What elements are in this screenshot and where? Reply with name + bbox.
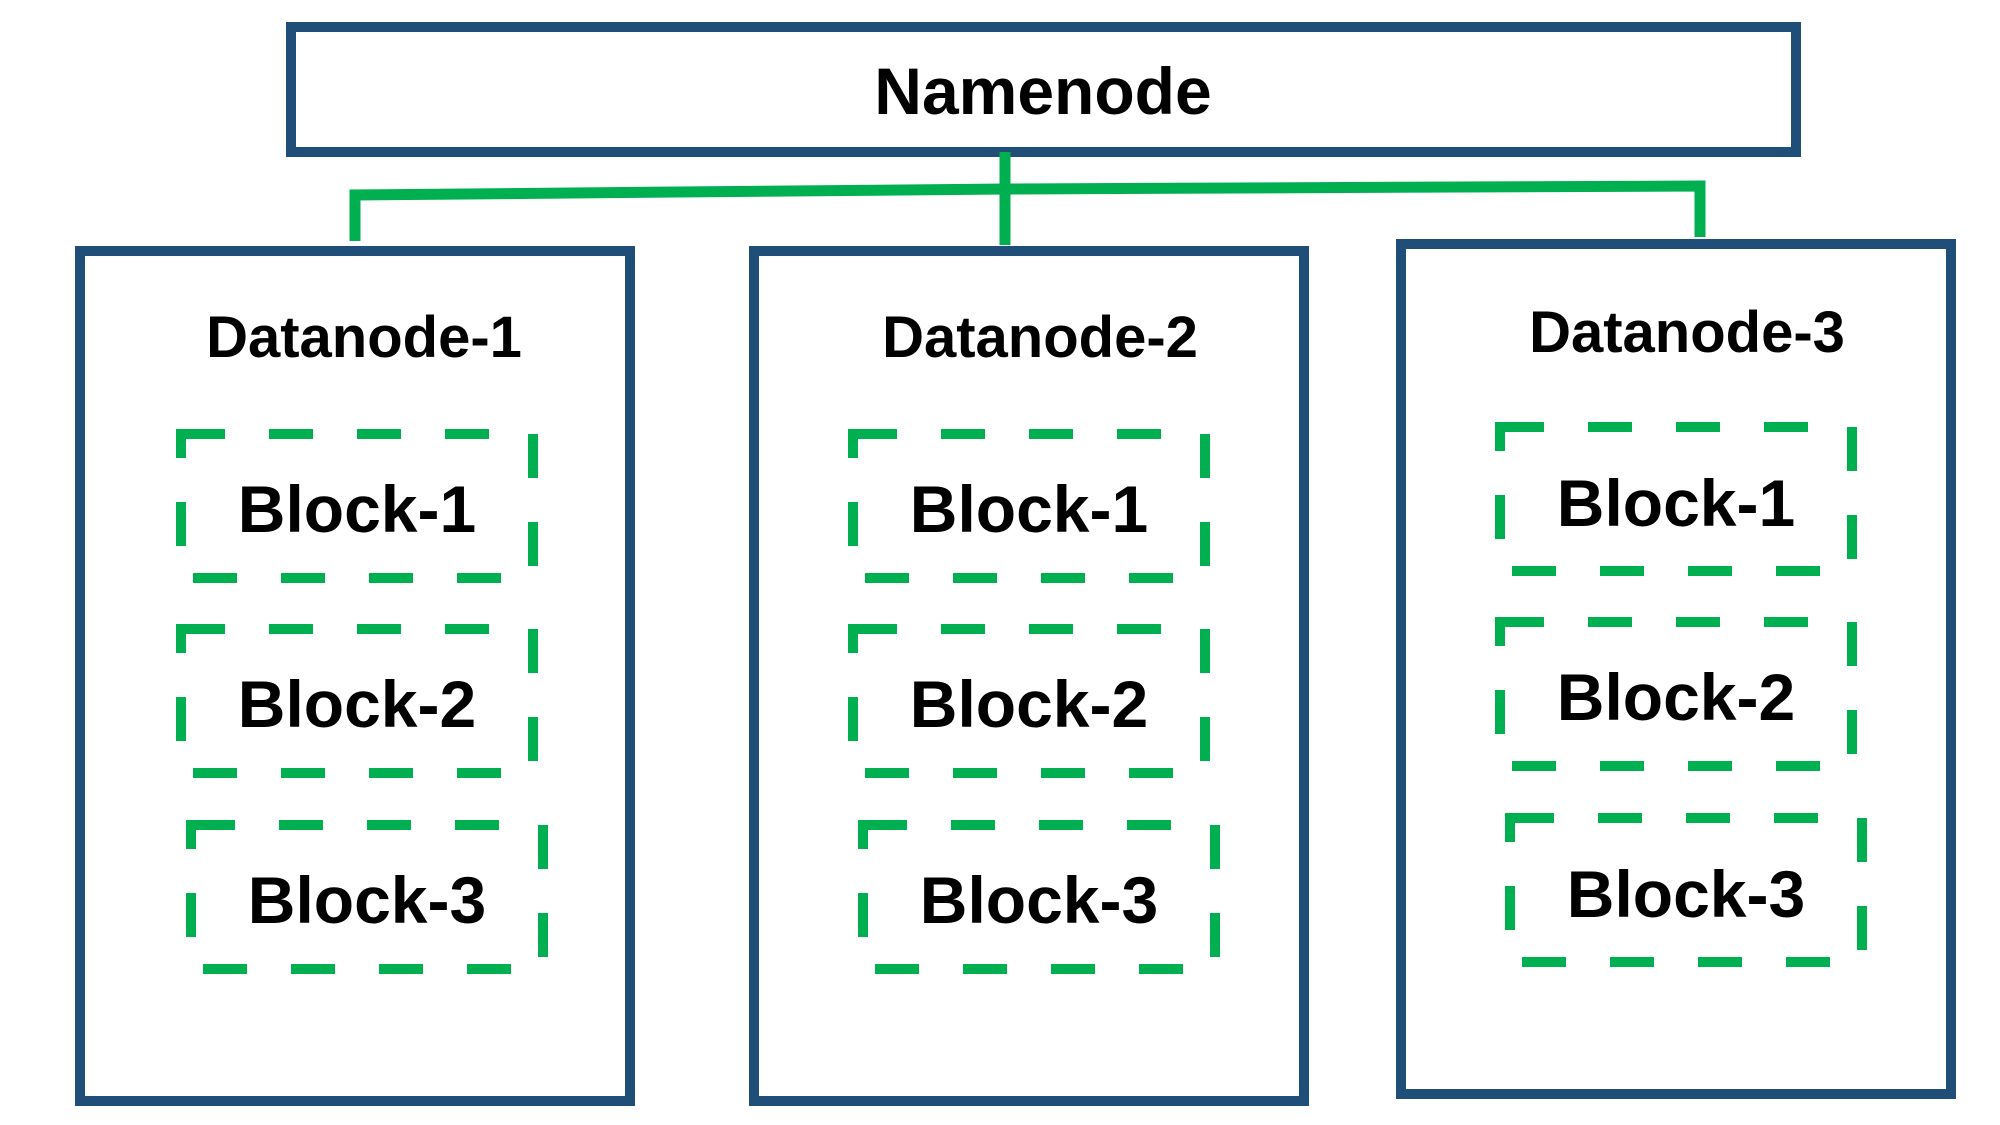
datanode-2-block-3-box (858, 820, 1220, 974)
datanode-2-block-1-box (848, 429, 1210, 583)
datanode-1-label: Datanode-1 (206, 305, 522, 370)
datanode-1-block-2-label: Block-2 (238, 667, 476, 741)
datanode-2-block-1-label: Block-1 (910, 472, 1148, 546)
datanode-3-label: Datanode-3 (1529, 300, 1845, 365)
datanode-3-block-1-box (1495, 422, 1857, 576)
datanode-1: Datanode-1 Block-1 Block-2 Block-3 (75, 246, 635, 1106)
namenode: Namenode (286, 22, 1801, 157)
datanode-3-block-3-label: Block-3 (1567, 857, 1805, 931)
datanode-1-block-1-box (176, 429, 538, 583)
datanode-2-label: Datanode-2 (882, 305, 1198, 370)
datanode-3-block-2-box (1495, 617, 1857, 771)
datanode-3-box (1396, 239, 1956, 1099)
datanode-3-block-2-label: Block-2 (1557, 660, 1795, 734)
connector-bus-line (349, 180, 1706, 241)
datanode-2-box (749, 246, 1309, 1106)
datanode-3-block-3-box (1505, 813, 1867, 967)
datanode-2-block-3-label: Block-3 (920, 863, 1158, 937)
datanode-2: Datanode-2 Block-1 Block-2 Block-3 (749, 246, 1309, 1106)
datanode-1-block-3-label: Block-3 (248, 863, 486, 937)
datanode-3: Datanode-3 Block-1 Block-2 Block-3 (1396, 239, 1956, 1099)
datanode-3-block-1-label: Block-1 (1557, 466, 1795, 540)
datanode-2-block-2-label: Block-2 (910, 667, 1148, 741)
namenode-box (286, 22, 1801, 157)
datanode-1-box (75, 246, 635, 1106)
datanode-2-block-2-box (848, 624, 1210, 778)
namenode-label: Namenode (874, 54, 1211, 128)
datanode-1-block-2-box (176, 624, 538, 778)
datanode-1-block-1-label: Block-1 (238, 472, 476, 546)
datanode-1-block-3-box (186, 820, 548, 974)
connector-lines (349, 152, 1706, 245)
